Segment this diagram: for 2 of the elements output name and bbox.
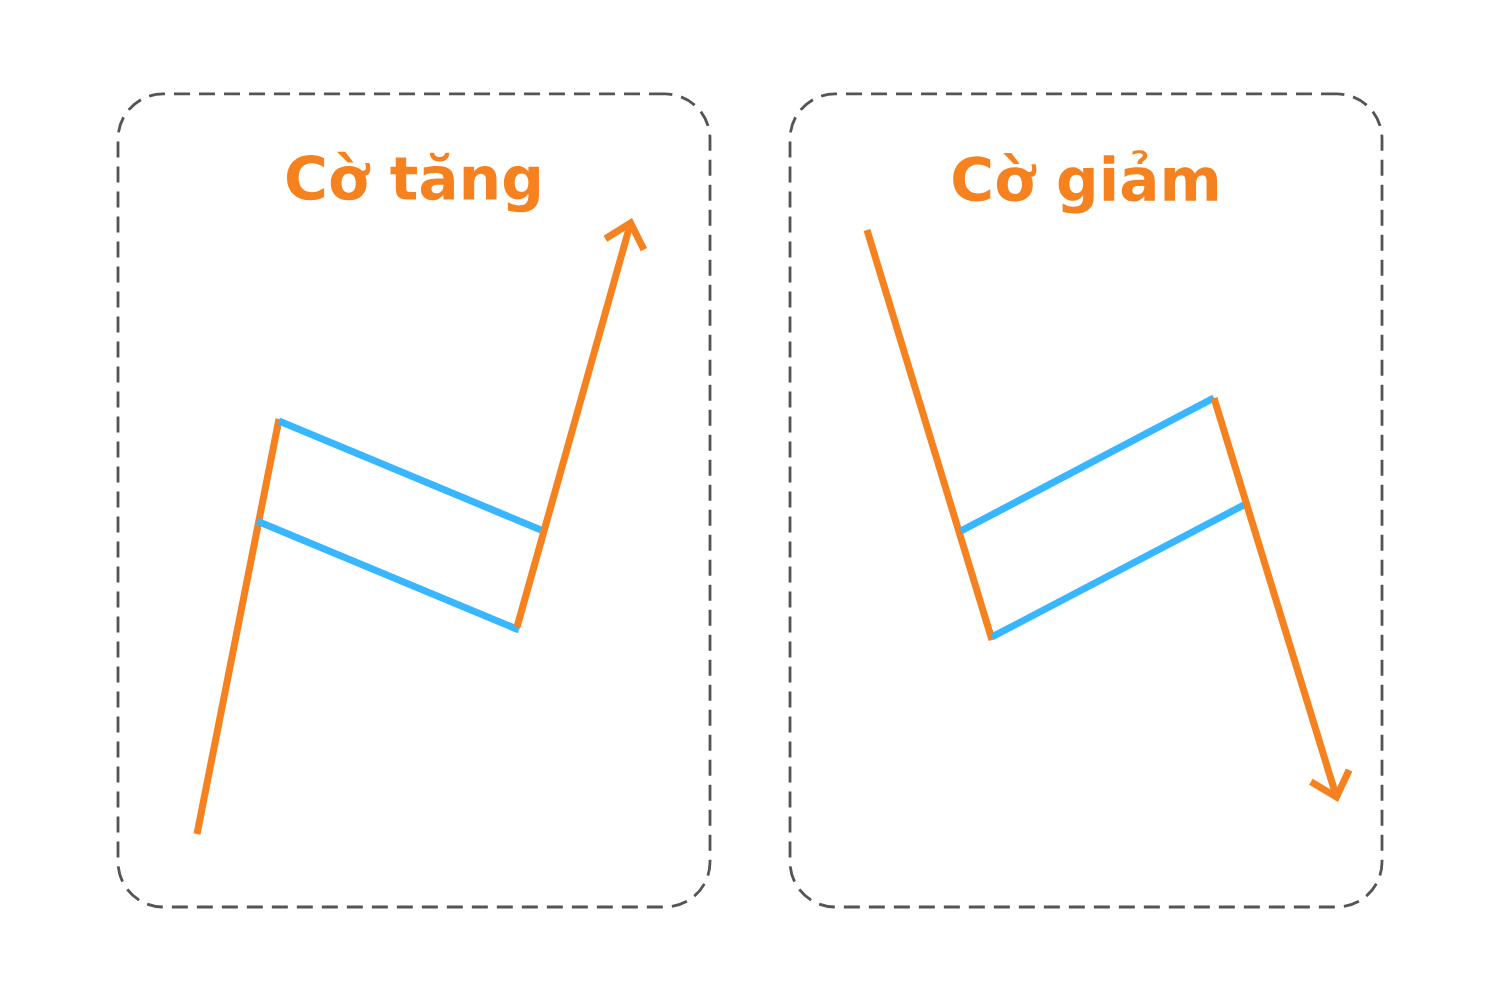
- pattern-card: Cờ tăng: [116, 92, 712, 909]
- pattern-card: Cờ giảm: [788, 92, 1384, 909]
